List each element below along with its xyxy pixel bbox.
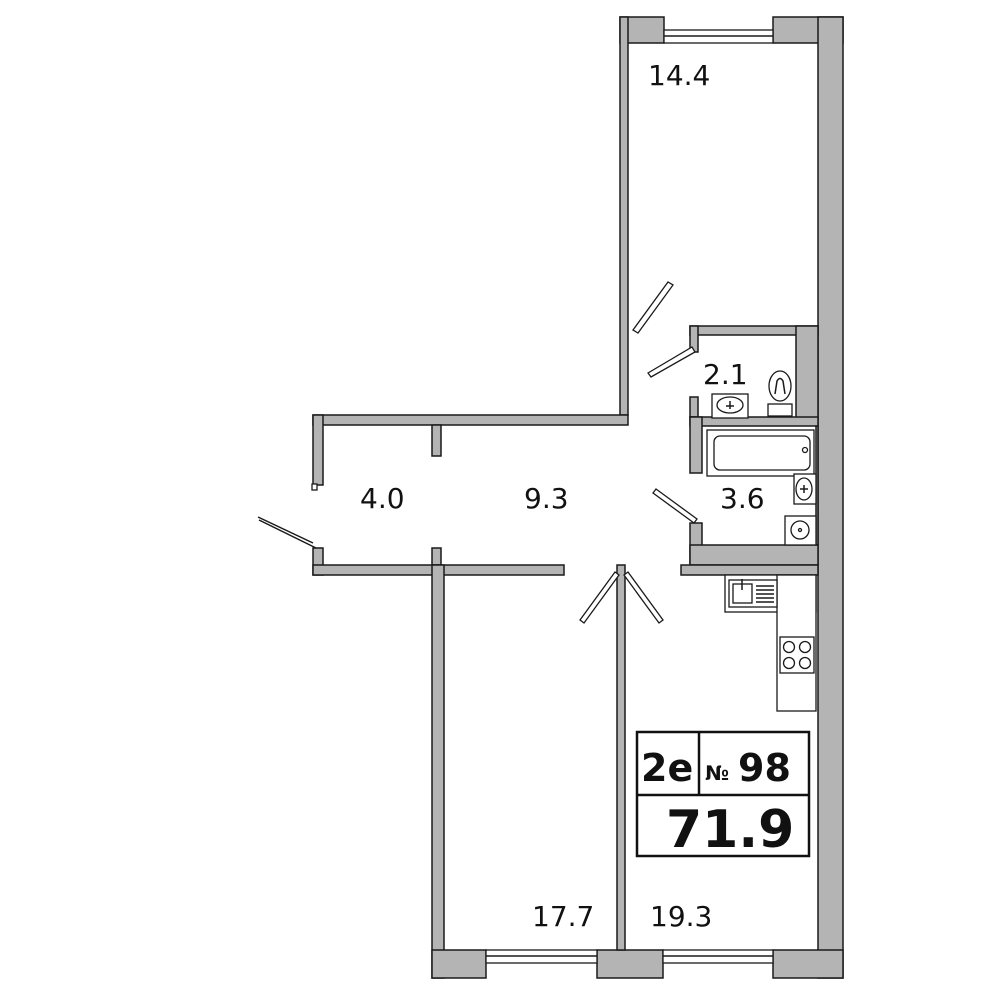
window-bottom-left [485, 949, 598, 964]
room-labels: 14.4 2.1 4.0 9.3 3.6 17.7 19.3 [360, 59, 765, 933]
total-area: 71.9 [666, 800, 794, 860]
area-bathroom: 3.6 [720, 482, 765, 515]
area-wc: 2.1 [703, 358, 748, 391]
windows [485, 29, 774, 964]
door-bathroom [652, 488, 698, 524]
wall-bottom-partition [616, 564, 626, 951]
wall-vestibule-stub-top [431, 424, 442, 457]
number-sign: № [705, 761, 729, 785]
fixtures [706, 370, 817, 712]
apartment-type: 2e [641, 746, 693, 790]
bathtub-icon [706, 429, 815, 477]
wall-bottom-right [772, 949, 844, 979]
wall-bedroom-left [431, 564, 445, 979]
area-kitchen-living: 19.3 [650, 900, 712, 933]
entrance-door [257, 483, 318, 549]
toilet-icon [767, 370, 793, 417]
window-top [663, 29, 774, 44]
apartment-badge: 2e № 98 71.9 [635, 730, 811, 860]
door-bedroom-top [632, 281, 674, 334]
area-bedroom-top: 14.4 [648, 59, 710, 92]
kitchen-sink-icon [728, 579, 778, 608]
door-bedroom-bottom [579, 571, 620, 624]
apartment-number: 98 [738, 746, 791, 790]
wall-right-outer [817, 16, 844, 979]
bath-sink-icon [793, 473, 817, 505]
wall-wc-right [795, 325, 819, 419]
area-vestibule: 4.0 [360, 482, 405, 515]
wall-bottom-left [431, 949, 487, 979]
sink-icon [711, 393, 749, 419]
door-wc [647, 346, 696, 378]
area-bedroom-bottom: 17.7 [532, 900, 594, 933]
wall-vestibule-stub-bottom [431, 547, 442, 566]
doors [257, 281, 698, 624]
stove-icon [779, 636, 815, 674]
wall-bottom-middle [596, 949, 664, 979]
wall-hall-top [312, 414, 629, 426]
wall-bath-bottom [689, 544, 819, 566]
wall-wc-bath-divider [689, 416, 819, 427]
wall-upper-left-vertical [619, 16, 629, 416]
wall-vestibule-left-top [312, 414, 324, 486]
walls [312, 16, 844, 979]
washing-machine-icon [784, 515, 817, 546]
area-hall: 9.3 [524, 482, 569, 515]
wall-kitchen-top [680, 564, 819, 576]
wall-wc-left-bottom [689, 396, 699, 418]
wall-bath-left-top [689, 416, 703, 474]
window-bottom-right [662, 949, 774, 964]
door-kitchen [623, 571, 664, 624]
